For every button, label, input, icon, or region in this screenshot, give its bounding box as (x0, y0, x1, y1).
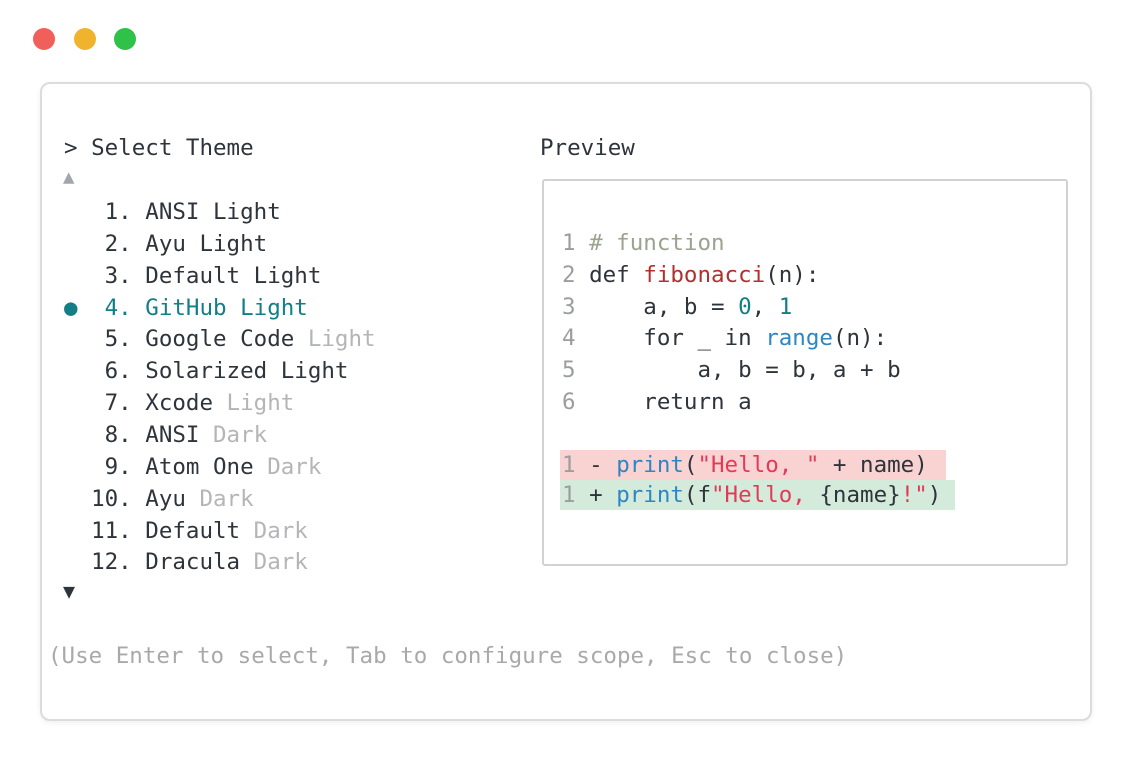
scroll-down-icon[interactable]: ▼ (63, 579, 76, 603)
theme-item-5[interactable]: 5. Google Code Light (64, 326, 376, 353)
theme-item-12[interactable]: 12. Dracula Dark (64, 549, 308, 576)
theme-picker-window: > Select Theme ▲ 1. ANSI Light 2. Ayu Li… (40, 82, 1092, 721)
theme-item-2[interactable]: 2. Ayu Light (64, 230, 268, 257)
theme-item-9[interactable]: 9. Atom One Dark (64, 453, 322, 480)
theme-item-8[interactable]: 8. ANSI Dark (64, 421, 268, 448)
code-line-4: 4 for _ in range(n): (562, 325, 888, 352)
diff-removed-line: 1 - print("Hello, " + name) (560, 450, 946, 480)
hint-text: (Use Enter to select, Tab to configure s… (48, 643, 848, 669)
code-line-5: 5 a, b = b, a + b (562, 357, 901, 384)
code-line-6: 6 return a (562, 389, 752, 415)
close-button[interactable] (33, 28, 55, 50)
theme-item-4[interactable]: ● 4. GitHub Light (64, 294, 308, 321)
theme-item-11[interactable]: 11. Default Dark (64, 517, 308, 544)
theme-item-7[interactable]: 7. Xcode Light (64, 390, 295, 417)
minimize-button[interactable] (74, 28, 96, 50)
preview-title: Preview (540, 135, 635, 161)
code-line-1: 1 # function (562, 230, 725, 256)
theme-item-3[interactable]: 3. Default Light (64, 262, 322, 289)
theme-item-10[interactable]: 10. Ayu Dark (64, 485, 254, 512)
theme-list: 1. ANSI Light 2. Ayu Light 3. Default Li… (64, 196, 534, 580)
preview-pane: 1 # function 2 def fibonacci(n): 3 a, b = … (542, 179, 1068, 566)
picker-title: > Select Theme (64, 135, 254, 161)
theme-item-1[interactable]: 1. ANSI Light (64, 199, 281, 225)
diff-added-line: 1 + print(f"Hello, {name}!") (560, 480, 955, 510)
theme-item-6[interactable]: 6. Solarized Light (64, 358, 349, 385)
code-line-2: 2 def fibonacci(n): (562, 261, 820, 288)
maximize-button[interactable] (114, 28, 136, 50)
code-line-3: 3 a, b = 0, 1 (562, 293, 793, 320)
scroll-up-icon[interactable]: ▲ (63, 166, 75, 188)
